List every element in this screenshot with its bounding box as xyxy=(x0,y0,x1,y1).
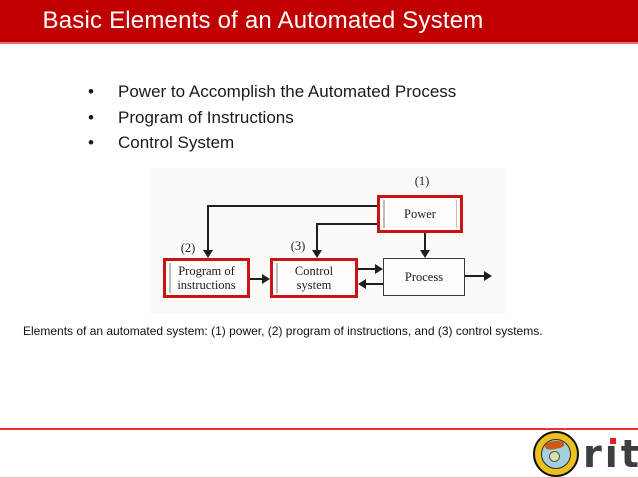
line-control-to-process xyxy=(358,268,375,270)
logo-letter-r: r xyxy=(583,432,605,476)
power-box: Power xyxy=(377,195,463,233)
line-power-to-program xyxy=(208,205,377,207)
logo-letter-i: ı xyxy=(604,432,621,476)
footer-divider-line xyxy=(0,428,638,430)
bullet-marker: • xyxy=(88,107,94,127)
scan-artifact-line xyxy=(169,263,171,293)
arrowhead-down xyxy=(203,250,213,258)
scan-artifact-line xyxy=(383,200,385,228)
automation-block-diagram: (1) (2) (3) Power Program of instruction… xyxy=(150,168,506,314)
page-title: Basic Elements of an Automated System xyxy=(42,7,484,34)
line-power-to-program xyxy=(207,205,209,250)
bullet-marker: • xyxy=(88,82,94,101)
process-box-label: Process xyxy=(404,269,444,284)
list-item: • Control System xyxy=(88,130,456,156)
program-of-instructions-box: Program of instructions xyxy=(163,258,250,298)
line-process-output xyxy=(465,275,484,277)
arrowhead-down xyxy=(420,250,430,258)
line-power-to-control xyxy=(317,223,377,225)
bullet-list: • Power to Accomplish the Automated Proc… xyxy=(88,79,456,156)
label-3: (3) xyxy=(290,239,306,253)
bullet-text: Power to Accomplish the Automated Proces… xyxy=(118,82,457,101)
program-box-line2: instructions xyxy=(177,278,236,292)
bullet-marker: • xyxy=(88,133,94,152)
line-process-to-control xyxy=(366,283,383,285)
arrowhead-right xyxy=(484,271,492,281)
power-box-label: Power xyxy=(404,206,436,221)
list-item: • Program of Instructions xyxy=(88,105,456,131)
label-1: (1) xyxy=(414,174,430,188)
bullet-text: Program of Instructions xyxy=(118,107,294,127)
line-program-to-control xyxy=(250,278,262,280)
scan-artifact-line xyxy=(455,200,457,228)
scan-artifact-line xyxy=(276,263,278,293)
line-power-to-process xyxy=(424,233,426,250)
university-seal-icon xyxy=(533,431,579,477)
title-underline xyxy=(0,42,638,44)
control-box-line1: Control xyxy=(294,263,334,278)
bullet-text: Control System xyxy=(118,133,235,152)
arrowhead-right xyxy=(375,264,383,274)
arrowhead-down xyxy=(312,250,322,258)
control-system-box: Control system xyxy=(270,258,358,298)
program-box-line1: Program of xyxy=(178,263,235,278)
logo-i-dot xyxy=(609,438,616,444)
line-power-to-control xyxy=(316,223,318,250)
process-box: Process xyxy=(383,258,465,296)
label-2: (2) xyxy=(180,241,196,255)
figure-caption: Elements of an automated system: (1) pow… xyxy=(23,324,543,338)
logo-letter-t: t xyxy=(620,432,638,476)
list-item: • Power to Accomplish the Automated Proc… xyxy=(88,79,456,105)
title-bar: Basic Elements of an Automated System xyxy=(0,0,638,42)
arrowhead-left xyxy=(358,279,366,289)
seal-center-emblem xyxy=(549,451,560,462)
arrowhead-right xyxy=(262,274,270,284)
control-box-line2: system xyxy=(296,278,332,292)
